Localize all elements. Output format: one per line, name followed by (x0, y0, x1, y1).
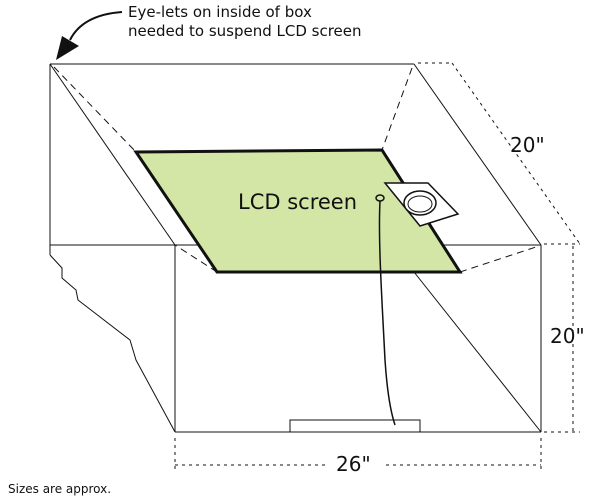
box-outline (49, 63, 542, 433)
mouse-icon (383, 182, 460, 227)
dimension-guides (174, 62, 581, 470)
width-dimension-label: 26" (336, 452, 371, 476)
interior-dashed-lines (53, 66, 537, 273)
height-dimension-label: 20" (550, 324, 585, 348)
mouse-cable (375, 194, 396, 426)
curved-arrow-icon (56, 11, 123, 60)
footnote: Sizes are approx. (8, 482, 111, 496)
depth-dimension-label: 20" (510, 133, 545, 157)
lcd-screen-label: LCD screen (238, 190, 357, 214)
lcd-screen (133, 148, 463, 274)
callout-line-2: needed to suspend LCD screen (128, 22, 362, 40)
callout-line-1: Eye-lets on inside of box (128, 3, 312, 21)
